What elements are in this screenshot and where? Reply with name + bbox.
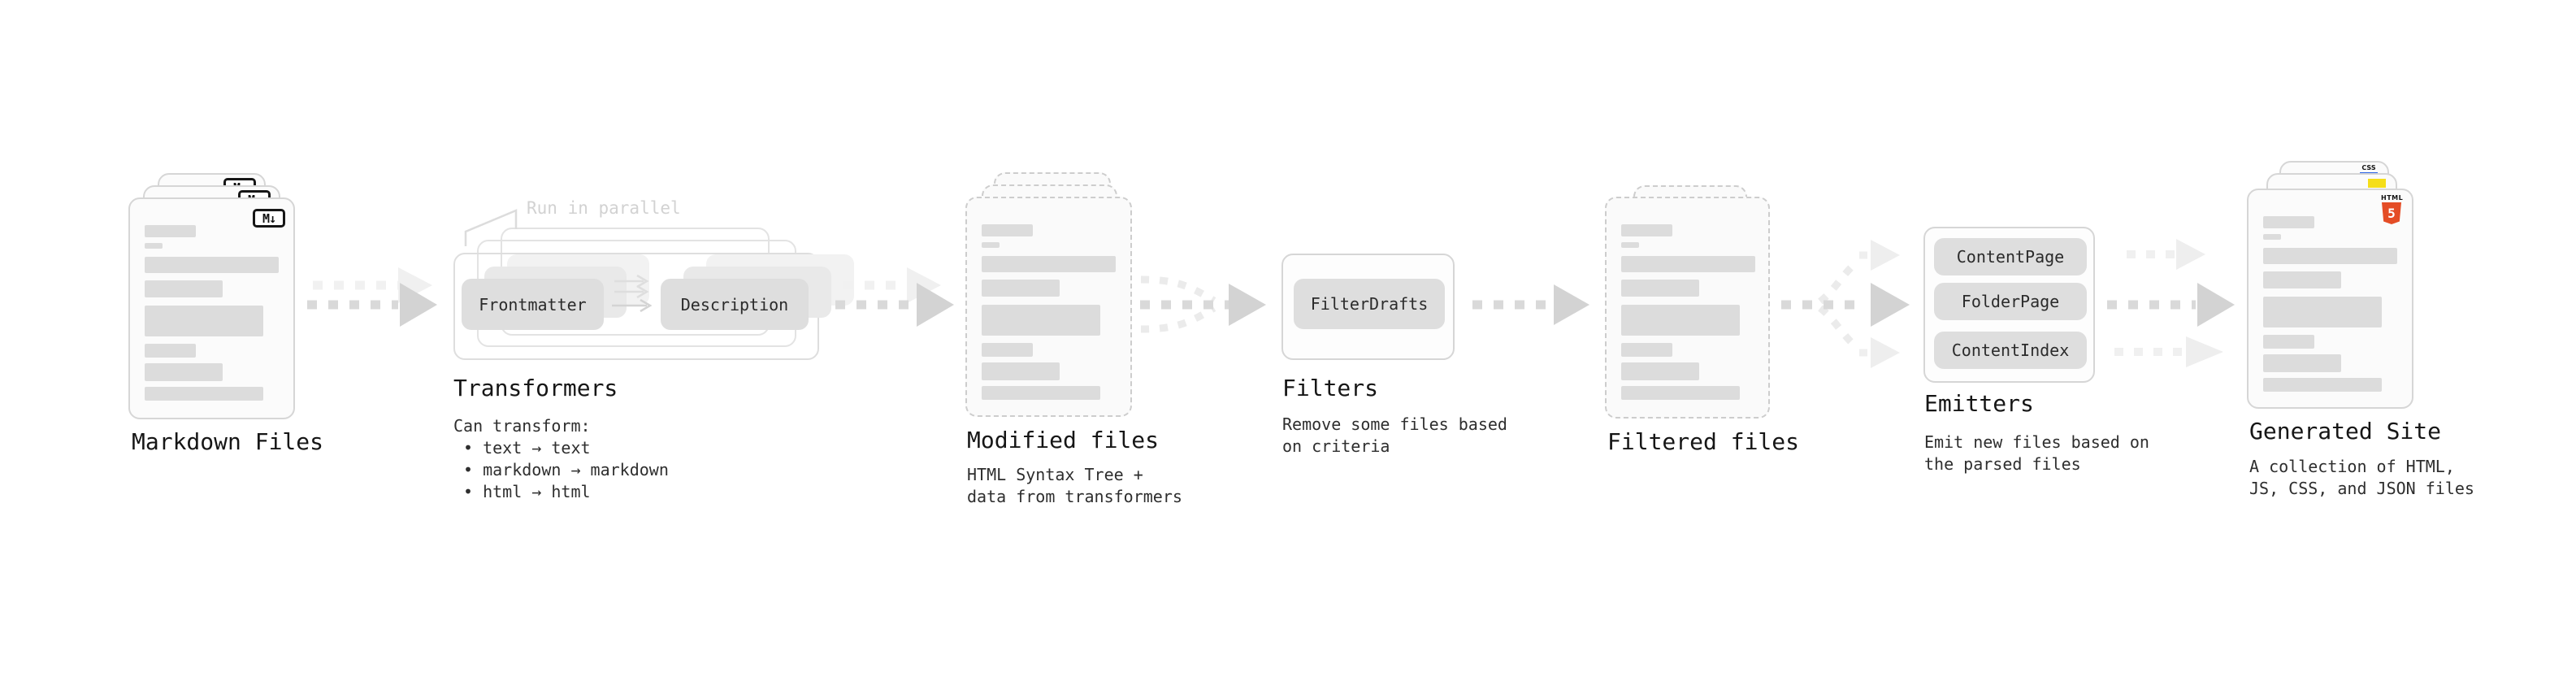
node-description: A collection of HTML, JS, CSS, and JSON … — [2249, 456, 2474, 500]
description-line: the parsed files — [1924, 454, 2081, 474]
html5-icon-number: 5 — [2387, 206, 2396, 221]
skeleton-line — [145, 257, 279, 273]
transformer-pill-description: Description — [661, 279, 809, 330]
html5-icon-shield: 5 — [2382, 202, 2401, 224]
skeleton-line — [145, 243, 163, 249]
skeleton-line — [1621, 305, 1740, 336]
skeleton-line — [982, 280, 1060, 297]
skeleton-line — [1621, 224, 1672, 236]
node-title: Markdown Files — [132, 428, 324, 455]
skeleton-line — [2263, 271, 2341, 288]
node-title: Emitters — [1924, 390, 2034, 417]
html5-icon-word: HTML — [2381, 194, 2404, 202]
skeleton-line — [145, 387, 263, 401]
description-line: Emit new files based on — [1924, 432, 2149, 452]
markdown-icon: M↓ — [253, 209, 285, 228]
skeleton-line — [982, 386, 1100, 400]
filter-pill-filterdrafts: FilterDrafts — [1294, 279, 1445, 329]
node-title: Generated Site — [2249, 418, 2442, 445]
description-line: Can transform: — [453, 416, 591, 436]
run-in-parallel-note: Run in parallel — [527, 198, 681, 218]
skeleton-line — [982, 224, 1033, 236]
skeleton-line — [982, 362, 1060, 380]
description-line: • markdown → markdown — [463, 460, 669, 479]
description-line: JS, CSS, and JSON files — [2249, 479, 2474, 498]
description-line: Remove some files based — [1282, 414, 1507, 434]
description-line: data from transformers — [967, 487, 1182, 506]
node-description: HTML Syntax Tree + data from transformer… — [967, 464, 1182, 508]
description-line: HTML Syntax Tree + — [967, 465, 1143, 484]
skeleton-line — [1621, 343, 1672, 357]
html5-icon: HTML 5 — [2381, 194, 2404, 224]
node-title: Filters — [1282, 375, 1379, 401]
arrow-emitters-to-generated — [2107, 239, 2235, 367]
skeleton-line — [982, 256, 1116, 272]
arrow-markdown-to-transformers — [307, 267, 437, 327]
file-card-front: M↓ — [128, 197, 295, 419]
node-title: Modified files — [967, 427, 1160, 453]
emitter-pill-contentindex: ContentIndex — [1934, 332, 2087, 369]
skeleton-line — [1621, 256, 1755, 272]
transformer-pill-frontmatter: Frontmatter — [462, 279, 604, 330]
node-description: Can transform: • text → text • markdown … — [453, 415, 669, 503]
skeleton-line — [145, 280, 223, 297]
emitter-pill-folderpage: FolderPage — [1934, 283, 2087, 320]
skeleton-line — [2263, 297, 2382, 327]
skeleton-line — [2263, 234, 2281, 240]
arrow-modified-to-filters — [1140, 275, 1266, 333]
description-line: • text → text — [463, 438, 591, 458]
skeleton-line — [2263, 248, 2397, 264]
node-title: Filtered files — [1607, 428, 1800, 455]
description-line: on criteria — [1282, 436, 1390, 456]
skeleton-line — [145, 363, 223, 381]
file-card-front — [1605, 197, 1770, 419]
node-title: Transformers — [453, 375, 618, 401]
skeleton-line — [1621, 362, 1699, 380]
skeleton-line — [1621, 242, 1639, 248]
emitter-pill-contentpage: ContentPage — [1934, 238, 2087, 275]
skeleton-line — [145, 344, 196, 358]
node-description: Emit new files based on the parsed files — [1924, 432, 2149, 475]
skeleton-line — [1621, 386, 1740, 400]
arrow-filters-to-filtered — [1472, 284, 1589, 325]
skeleton-line — [982, 305, 1100, 336]
js-icon — [2368, 179, 2386, 188]
skeleton-line — [982, 343, 1033, 357]
skeleton-line — [2263, 216, 2314, 228]
skeleton-line — [145, 225, 196, 237]
file-card-front: HTML 5 — [2247, 189, 2413, 409]
description-line: A collection of HTML, — [2249, 457, 2455, 476]
skeleton-line — [145, 306, 263, 336]
skeleton-line — [982, 242, 1000, 248]
file-card-front — [965, 197, 1132, 417]
skeleton-line — [2263, 354, 2341, 372]
css-icon-label: CSS — [2361, 164, 2376, 171]
arrow-filtered-to-emitters — [1781, 240, 1910, 368]
skeleton-line — [2263, 378, 2382, 392]
skeleton-line — [1621, 280, 1699, 297]
node-description: Remove some files based on criteria — [1282, 414, 1507, 458]
description-line: • html → html — [463, 482, 591, 501]
skeleton-line — [2263, 335, 2314, 349]
